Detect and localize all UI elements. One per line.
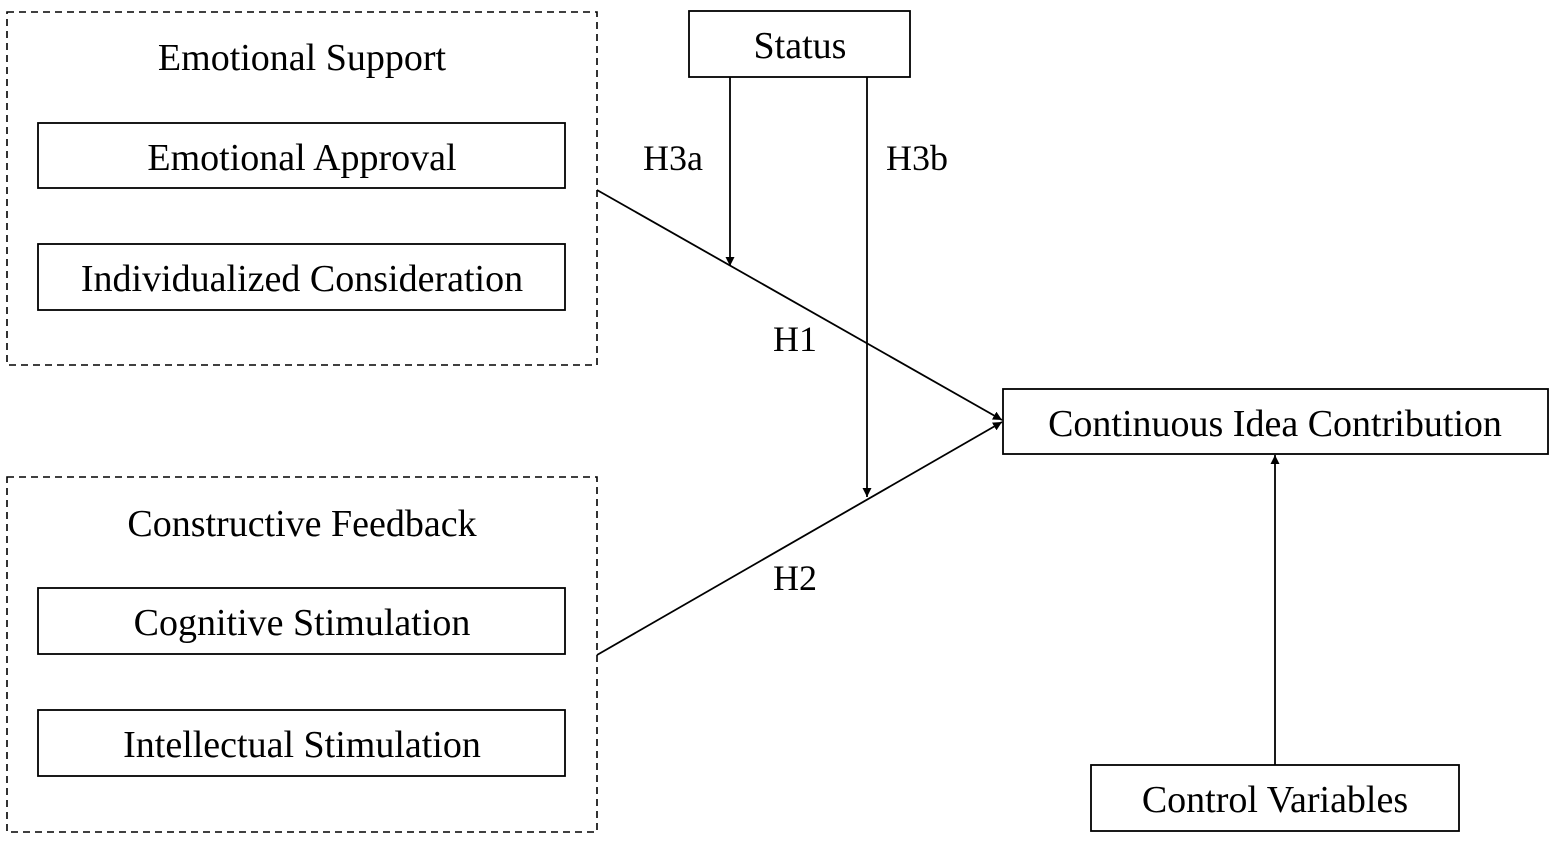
continuous-idea-contribution-label: Continuous Idea Contribution (1048, 403, 1502, 445)
emotional-support-group: Emotional Support Emotional Approval Ind… (6, 11, 598, 366)
h1-label: H1 (773, 319, 817, 359)
emotional-support-title: Emotional Support (158, 37, 447, 79)
constructive-feedback-title: Constructive Feedback (127, 503, 476, 545)
emotional-support-group-border (6, 11, 598, 366)
h1-path-arrow (596, 189, 1003, 421)
continuous-idea-contribution-node: Continuous Idea Contribution (1002, 388, 1549, 455)
status-node: Status (688, 10, 911, 78)
constructive-feedback-group-border (6, 476, 598, 833)
cognitive-stimulation-node: Cognitive Stimulation (37, 587, 566, 655)
h2-path-arrow (596, 421, 1003, 656)
individualized-consideration-node: Individualized Consideration (37, 243, 566, 311)
cognitive-stimulation-label: Cognitive Stimulation (134, 602, 471, 644)
status-label: Status (754, 25, 847, 67)
h3b-label: H3b (886, 138, 948, 178)
constructive-feedback-group: Constructive Feedback Cognitive Stimulat… (6, 476, 598, 833)
intellectual-stimulation-node: Intellectual Stimulation (37, 709, 566, 777)
emotional-approval-node: Emotional Approval (37, 122, 566, 189)
h2-label: H2 (773, 558, 817, 598)
intellectual-stimulation-label: Intellectual Stimulation (123, 724, 481, 766)
h3a-label: H3a (643, 138, 703, 178)
control-variables-node: Control Variables (1090, 764, 1460, 832)
emotional-approval-label: Emotional Approval (147, 137, 456, 179)
control-variables-label: Control Variables (1142, 779, 1408, 821)
individualized-consideration-label: Individualized Consideration (81, 258, 523, 300)
